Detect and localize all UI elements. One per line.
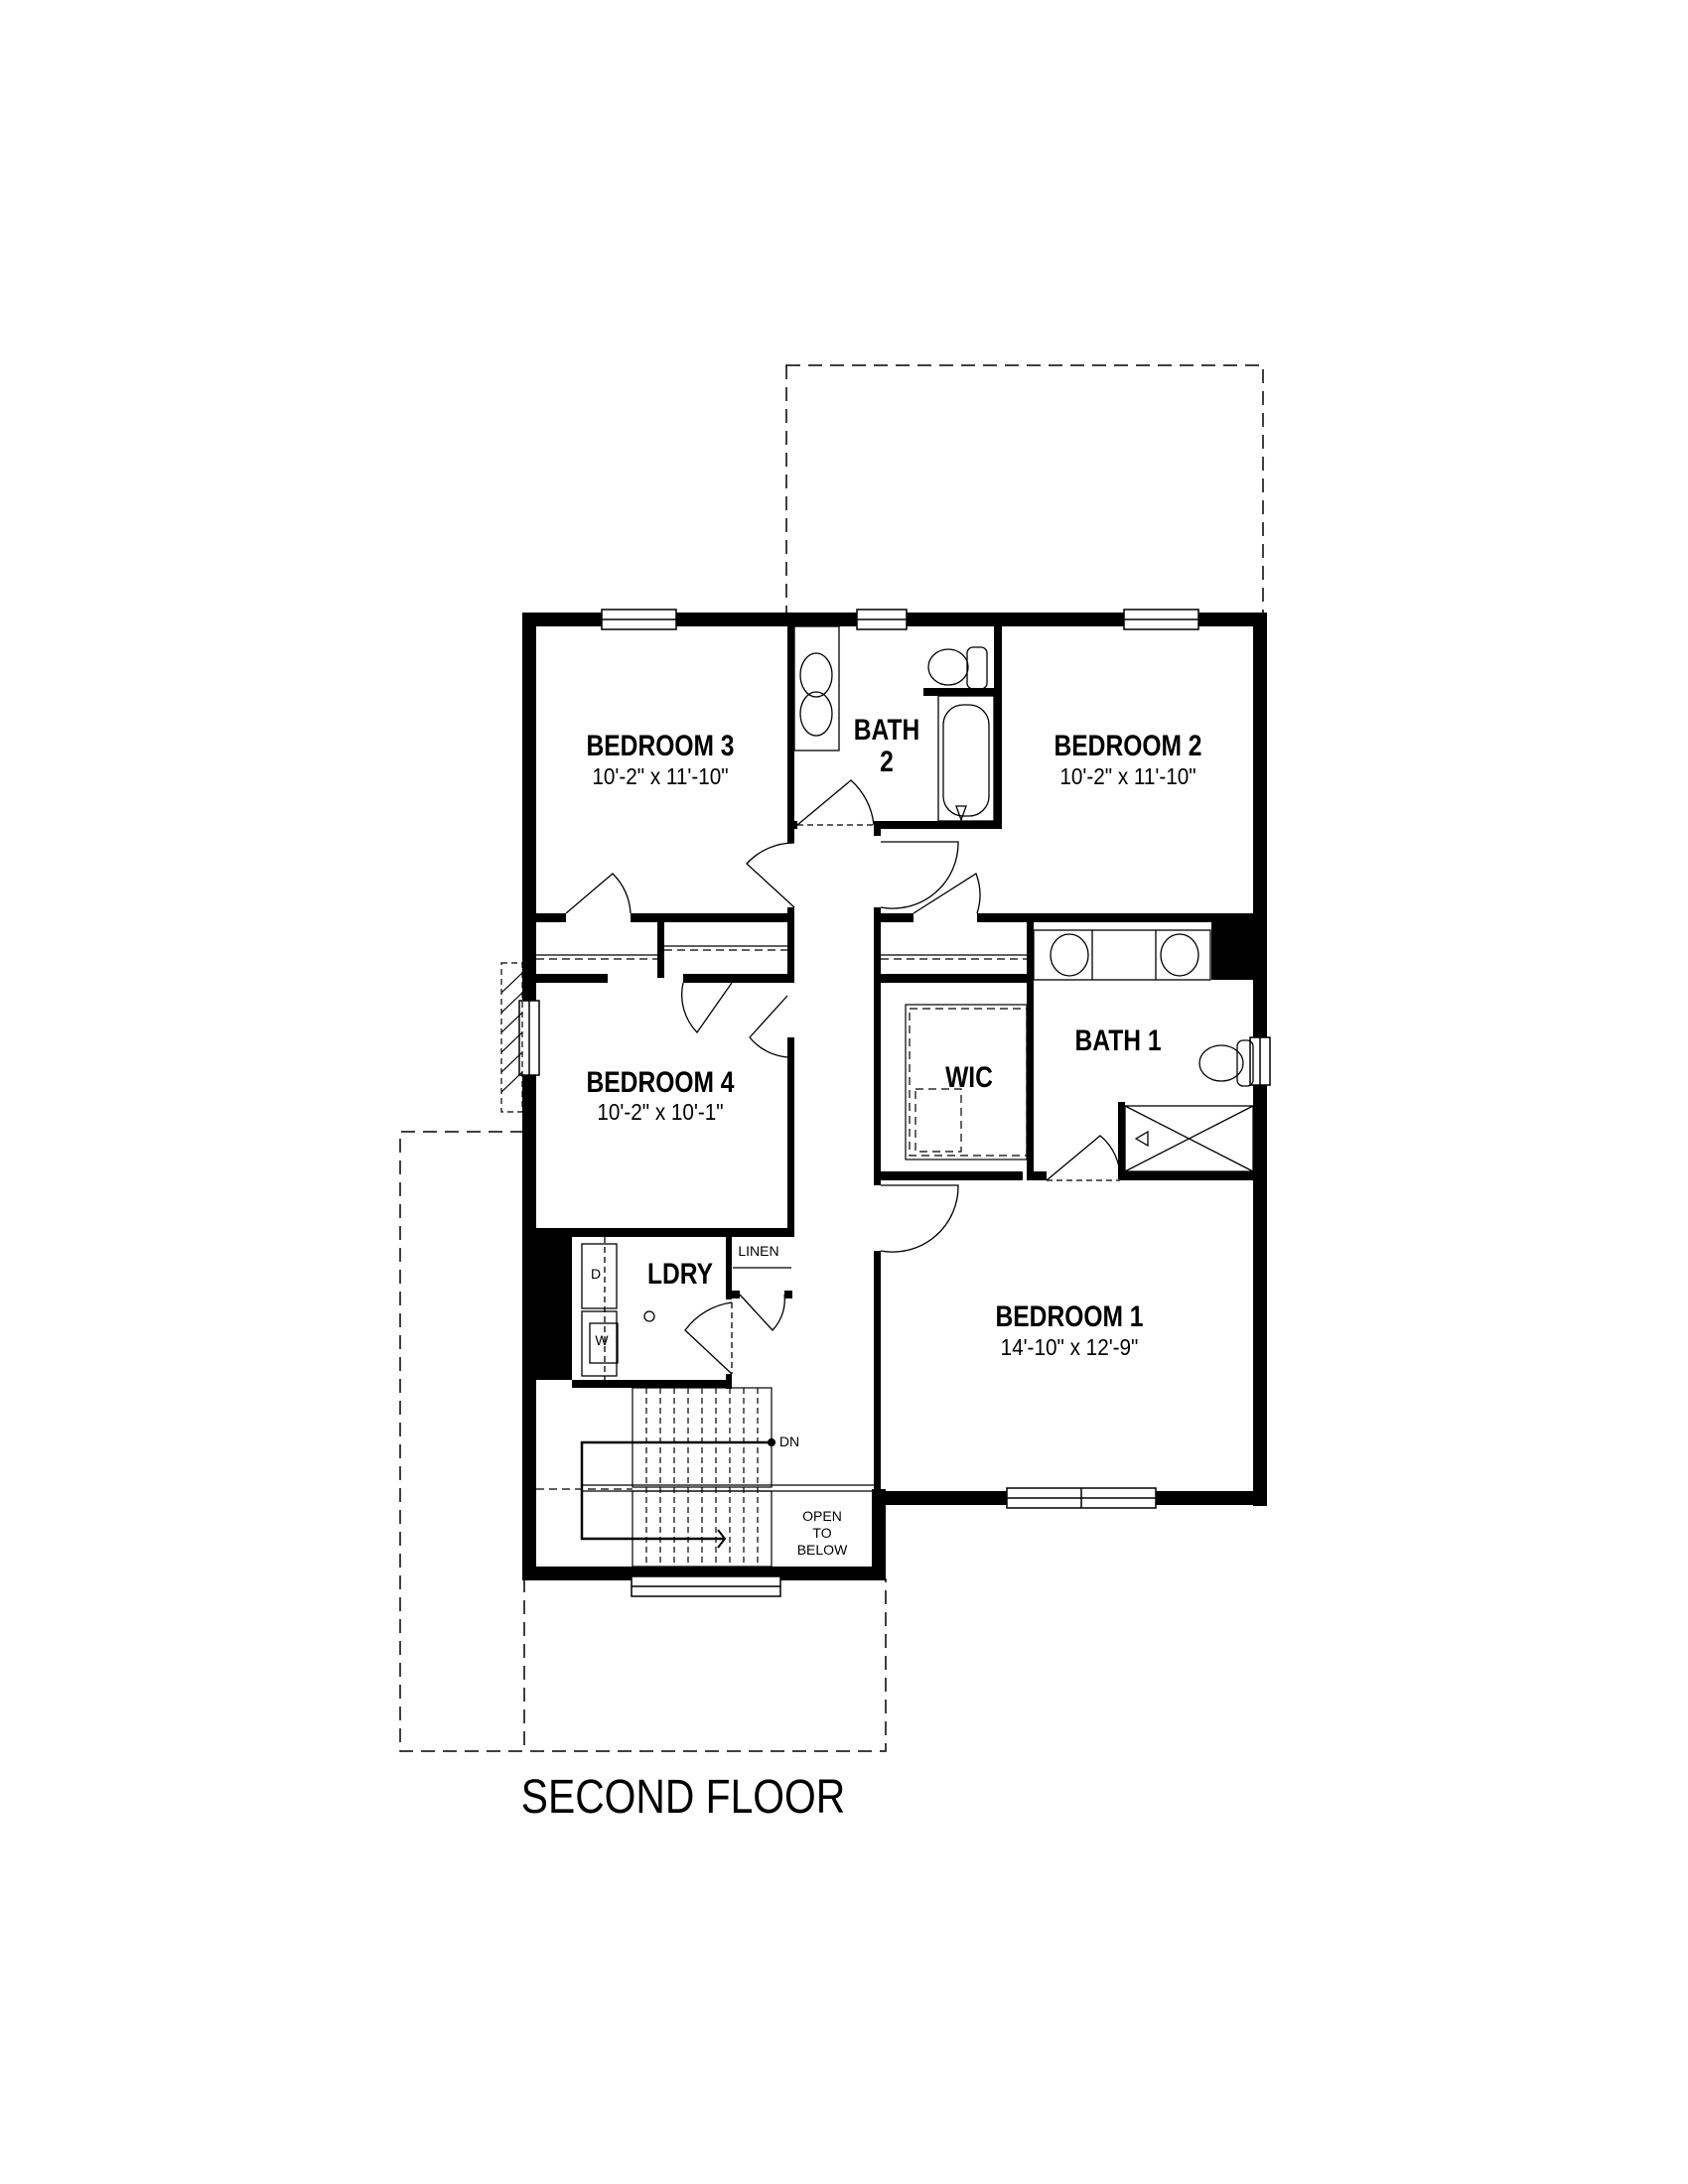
bedroom1-label: BEDROOM 1: [995, 1300, 1144, 1333]
bedroom3-label: BEDROOM 3: [586, 730, 735, 762]
hatched-bump: [500, 962, 523, 1113]
floor-title: SECOND FLOOR: [520, 1771, 846, 1824]
lower-left-dashed-area: [399, 1131, 887, 1752]
bath2-label: BATH: [853, 714, 920, 747]
open-to-below-line2: TO: [812, 1525, 832, 1541]
doors: [565, 779, 1121, 1375]
bedroom4-dims: 10'-2" x 10'-1": [597, 1099, 724, 1125]
dryer-label: D: [590, 1266, 602, 1282]
upper-dashed-area: [785, 364, 1264, 617]
stairs-down-label: DN: [778, 1433, 800, 1449]
bedroom2-label: BEDROOM 2: [1054, 730, 1202, 762]
staircase: [536, 1387, 874, 1568]
interior-walls: [536, 626, 1267, 1495]
bath2-number: 2: [880, 746, 894, 778]
closet-shelves: [536, 945, 1028, 1160]
bedroom1-dims: 14'-10" x 12'-9": [1000, 1334, 1139, 1360]
fixtures: [581, 625, 1254, 1380]
bedroom2-dims: 10'-2" x 11'-10": [1059, 763, 1196, 789]
bedroom3-dims: 10'-2" x 11'-10": [592, 763, 729, 789]
linen-label: LINEN: [738, 1243, 779, 1259]
laundry-label: LDRY: [646, 1258, 714, 1291]
bath1-label: BATH 1: [1074, 1024, 1162, 1057]
wic-label: WIC: [945, 1061, 993, 1094]
bedroom4-label: BEDROOM 4: [586, 1066, 735, 1099]
windows: [518, 609, 1271, 1597]
washer-label: W: [595, 1332, 609, 1348]
open-to-below-line1: OPEN: [802, 1508, 842, 1524]
open-to-below-line3: BELOW: [796, 1542, 848, 1558]
